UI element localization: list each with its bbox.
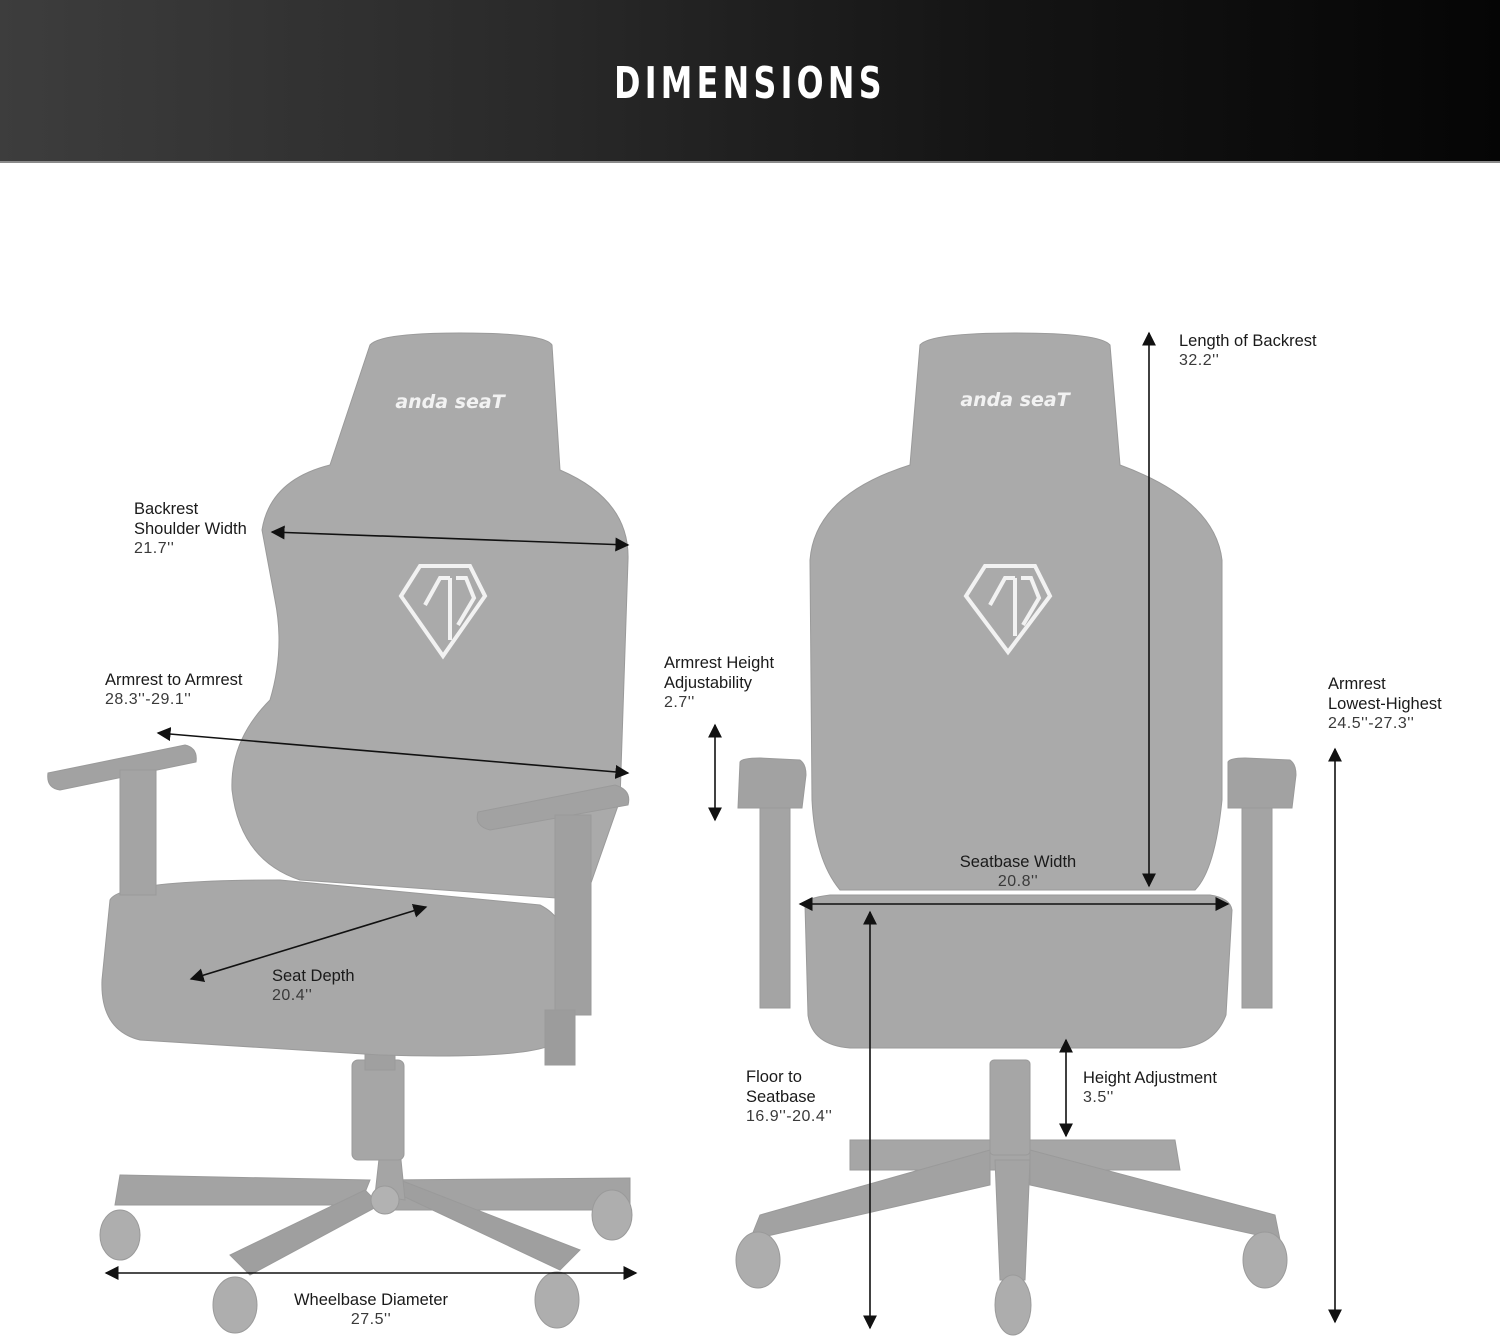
measurement-value: 2.7'': [664, 694, 695, 711]
measurement-backrest-shoulder-width: Backrest Shoulder Width 21.7'': [134, 499, 247, 559]
arrow-backrest-shoulder-width: [270, 525, 630, 552]
header-banner: DIMENSIONS: [0, 0, 1500, 163]
measurement-value: 20.4'': [272, 987, 313, 1004]
measurement-armrest-lowest-highest: Armrest Lowest-Highest 24.5''-27.3'': [1328, 674, 1442, 734]
measurement-label: Floor to Seatbase: [746, 1068, 816, 1106]
measurement-label: Armrest Height Adjustability: [664, 654, 775, 692]
measurement-label: Seat Depth: [272, 967, 355, 985]
measurement-label: Wheelbase Diameter: [293, 1291, 449, 1309]
measurement-value: 27.5'': [350, 1311, 392, 1328]
measurement-seat-depth: Seat Depth 20.4'': [272, 966, 355, 1006]
measurement-floor-to-seatbase: Floor to Seatbase 16.9''-20.4'': [746, 1067, 832, 1127]
measurement-label: Armrest Lowest-Highest: [1328, 675, 1442, 713]
measurement-value: 32.2'': [1179, 352, 1220, 369]
measurement-armrest-to-armrest: Armrest to Armrest 28.3''-29.1'': [105, 670, 243, 710]
page-title: DIMENSIONS: [614, 58, 886, 109]
brand-logo-text: anda seaT: [395, 391, 506, 413]
brand-logo-text: anda seaT: [960, 389, 1071, 411]
measurement-label: Height Adjustment: [1083, 1069, 1217, 1087]
measurement-armrest-height-adjustability: Armrest Height Adjustability 2.7'': [664, 653, 774, 713]
measurement-label: Backrest Shoulder Width: [134, 500, 247, 538]
measurement-label: Length of Backrest: [1179, 332, 1317, 350]
brand-logo-right: anda seaT: [960, 389, 1071, 411]
ad-emblem-icon: [398, 564, 488, 660]
measurement-length-of-backrest: Length of Backrest 32.2'': [1179, 331, 1317, 371]
arrow-armrest-to-armrest: [156, 727, 630, 779]
measurement-value: 24.5''-27.3'': [1328, 715, 1415, 732]
measurement-height-adjustment: Height Adjustment 3.5'': [1083, 1068, 1217, 1108]
left-chair-image: [47, 332, 633, 1334]
measurement-seatbase-width: Seatbase Width 20.8'': [918, 852, 1118, 892]
brand-logo-left: anda seaT: [395, 391, 506, 413]
measurement-value: 28.3''-29.1'': [105, 691, 192, 708]
right-chair-image: [735, 332, 1297, 1336]
dimension-arrows: [104, 331, 1342, 1330]
arrow-seat-depth: [189, 903, 428, 983]
measurement-value: 20.8'': [997, 873, 1039, 890]
measurement-value: 3.5'': [1083, 1089, 1114, 1106]
measurement-label: Seatbase Width: [959, 853, 1077, 871]
measurement-value: 16.9''-20.4'': [746, 1108, 833, 1125]
measurement-value: 21.7'': [134, 540, 175, 557]
ad-emblem-icon: [963, 564, 1053, 656]
measurement-label: Armrest to Armrest: [105, 671, 243, 689]
measurement-wheelbase-diameter: Wheelbase Diameter 27.5'': [271, 1290, 471, 1330]
